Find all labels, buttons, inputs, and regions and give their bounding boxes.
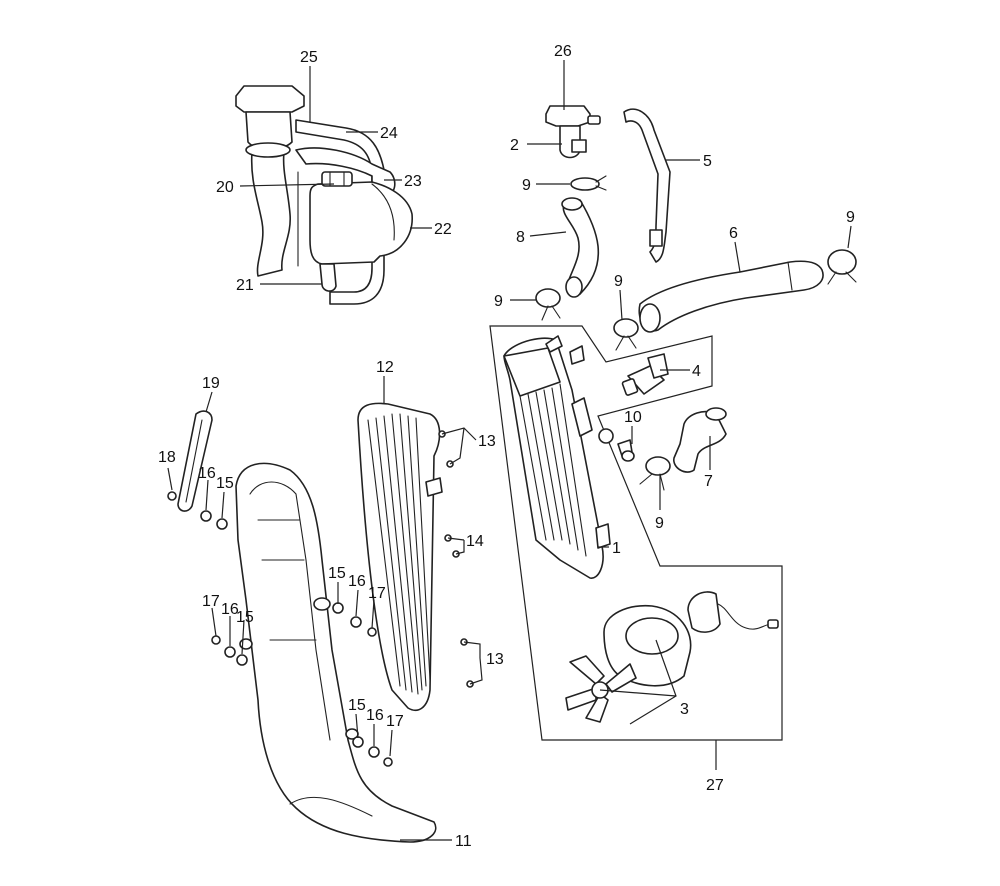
- callout-15d: 15: [348, 697, 366, 714]
- callout-15c: 15: [236, 609, 254, 626]
- callout-9b: 9: [494, 293, 503, 310]
- clamp-5: [639, 456, 671, 491]
- reservoir-filler-neck: [250, 151, 291, 277]
- radiator: [503, 335, 611, 579]
- callout-24: 24: [380, 125, 398, 142]
- callout-labels: 1 2 3 4 5 6 7 8 9 9 9 9 9 10 11 12 13 13…: [158, 43, 855, 850]
- clamp-1: [570, 175, 607, 191]
- hose-5: [623, 108, 671, 263]
- callout-20: 20: [216, 179, 234, 196]
- reservoir-cap: [235, 85, 305, 113]
- callout-17c: 17: [386, 713, 404, 730]
- callout-17a: 17: [368, 585, 386, 602]
- callout-9a: 9: [522, 177, 531, 194]
- callout-1: 1: [612, 540, 621, 557]
- reservoir-bracket: [295, 147, 396, 197]
- callout-12: 12: [376, 359, 394, 376]
- clamp-2: [535, 288, 561, 321]
- callout-11: 11: [455, 833, 472, 850]
- callout-25: 25: [300, 49, 318, 66]
- callout-13b: 13: [486, 651, 504, 668]
- callout-9e: 9: [655, 515, 664, 532]
- strap-19: [177, 410, 213, 512]
- callout-3: 3: [680, 701, 689, 718]
- callout-15a: 15: [328, 565, 346, 582]
- callout-16d: 16: [366, 707, 384, 724]
- reservoir-tank: [309, 181, 413, 265]
- radiator-shroud: [357, 402, 443, 712]
- callout-5: 5: [703, 153, 712, 170]
- callout-16b: 16: [198, 465, 216, 482]
- callout-9d: 9: [846, 209, 855, 226]
- callout-9c: 9: [614, 273, 623, 290]
- callout-16a: 16: [348, 573, 366, 590]
- bolt-10: [598, 428, 635, 462]
- callout-10: 10: [624, 409, 642, 426]
- thermostat-housing: [545, 105, 601, 159]
- temperature-sensor: [621, 353, 669, 396]
- reservoir-assembly: [235, 85, 413, 305]
- callout-14: 14: [466, 533, 484, 550]
- callout-2: 2: [510, 137, 519, 154]
- hose-7: [673, 410, 727, 473]
- callout-18: 18: [158, 449, 176, 466]
- callout-15b: 15: [216, 475, 234, 492]
- callout-26: 26: [554, 43, 572, 60]
- callout-19: 19: [202, 375, 220, 392]
- callout-6: 6: [729, 225, 738, 242]
- reservoir-drain-hose: [319, 263, 337, 292]
- hose-6: [638, 260, 824, 332]
- reservoir-cap-ring: [245, 142, 291, 158]
- hose-clamps: [535, 175, 857, 491]
- callout-17b: 17: [202, 593, 220, 610]
- leader-lines: [167, 60, 852, 841]
- kit-27-outline: [489, 325, 783, 741]
- callout-16c: 16: [221, 601, 239, 618]
- callout-7: 7: [704, 473, 713, 490]
- callout-23: 23: [404, 173, 422, 190]
- callout-8: 8: [516, 229, 525, 246]
- callout-22: 22: [434, 221, 452, 238]
- clamp-4: [827, 249, 857, 285]
- clamp-3: [613, 318, 639, 351]
- callout-21: 21: [236, 277, 254, 294]
- overflow-hose: [295, 119, 385, 305]
- fan-assembly: [565, 591, 779, 723]
- callout-4: 4: [692, 363, 701, 380]
- screws: [438, 430, 474, 688]
- callout-27: 27: [706, 777, 724, 794]
- callout-13a: 13: [478, 433, 496, 450]
